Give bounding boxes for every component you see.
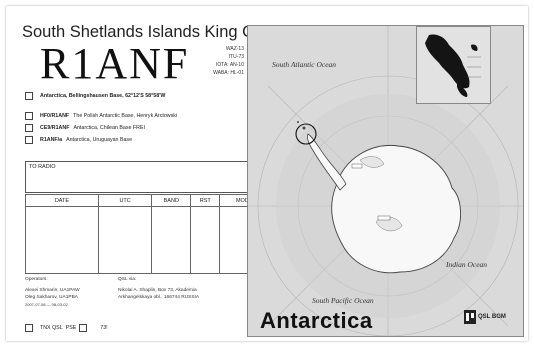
footer-code: 73! [100,325,108,331]
log-cell[interactable] [151,206,192,274]
location-row: Antarctica, Bellingshausen Base, 62°12'S… [25,92,169,100]
to-radio-label: TO RADIO [29,164,56,170]
zone-itu: ITU-73 [228,54,244,60]
to-radio-box[interactable]: TO RADIO [25,161,270,193]
associated-desc-1: The Polish Antarctic Base, Henryk Arctow… [73,113,178,119]
log-col-band: BAND [151,194,192,207]
qso-log-table: DATE UTC BAND RST MODE [25,194,269,274]
zone-iota: IOTA: AN-10 [216,62,244,68]
qsl-card: South Shetlands Islands King George Isla… [6,6,528,341]
map-label-indian: Indian Ocean [446,260,488,269]
associated-row-1: HF0/R1ANF The Polish Antarctic Base, Hen… [25,112,177,120]
associated-checkbox-1[interactable] [25,112,33,120]
map-logo: QSL BGM [464,310,506,324]
log-col-rst: RST [190,194,221,207]
log-cell[interactable] [97,206,153,274]
tnx-checkbox[interactable] [25,324,33,332]
map-label-south-atlantic: South Atlantic Ocean [272,60,337,69]
tnx-row: TNX QSL PSE 73! [25,324,108,332]
location-text: Antarctica, Bellingshausen Base, 62°12'S… [40,93,166,99]
logo-text: QSL BGM [478,314,506,320]
logo-icon [464,310,476,324]
antarctica-map: South Atlantic Ocean Indian Ocean South … [247,25,524,337]
pse-label: PSE [65,325,77,331]
zone-waba: WABA: HL-01 [213,70,244,76]
map-label-south-pacific: South Pacific Ocean [312,296,374,305]
associated-call-1: HF0/R1ANF [40,113,70,119]
map-title: Antarctica [260,308,373,333]
associated-desc-3: Antarctica, Uruguayan Base [66,137,133,143]
log-col-utc: UTC [97,194,153,207]
pse-checkbox[interactable] [79,324,88,332]
operator-name-1: Alexei Shmarin, UA1PAW [25,288,80,293]
log-cell[interactable] [190,206,221,274]
associated-call-2: CE9/R1ANF [40,125,70,131]
operators-note: 2007-07-08 — 08-03-02 [25,302,68,307]
inset-svg [417,27,490,103]
location-checkbox[interactable] [25,92,33,100]
associated-call-3: R1ANF/a [40,137,63,143]
associated-row-3: R1ANF/a Antarctica, Uruguayan Base [25,136,132,144]
associated-checkbox-3[interactable] [25,136,33,144]
associated-checkbox-2[interactable] [25,124,33,132]
qsl-via-line-2: Arkhangelskaya obl., 166744 RUSSIA [118,295,200,300]
operator-name-2: Oleg Sakharov, UA1PBA [25,295,78,300]
log-cell[interactable] [25,206,99,274]
associated-row-2: CE9/R1ANF Antarctica, Chilean Base FREI [25,124,145,132]
tnx-label: TNX QSL [40,325,63,331]
callsign: R1ANF [40,39,190,88]
qsl-via-label: QSL via: [118,277,137,282]
associated-desc-2: Antarctica, Chilean Base FREI [73,125,145,131]
operators-label: Operators: [25,277,48,282]
map-svg [248,26,523,336]
qsl-via-line-1: Nikolai A. Shaplin, Box 73, Akademia [118,288,197,293]
king-george-inset [416,26,491,104]
log-col-date: DATE [25,194,99,207]
zone-waz: WAZ-13 [225,46,244,52]
